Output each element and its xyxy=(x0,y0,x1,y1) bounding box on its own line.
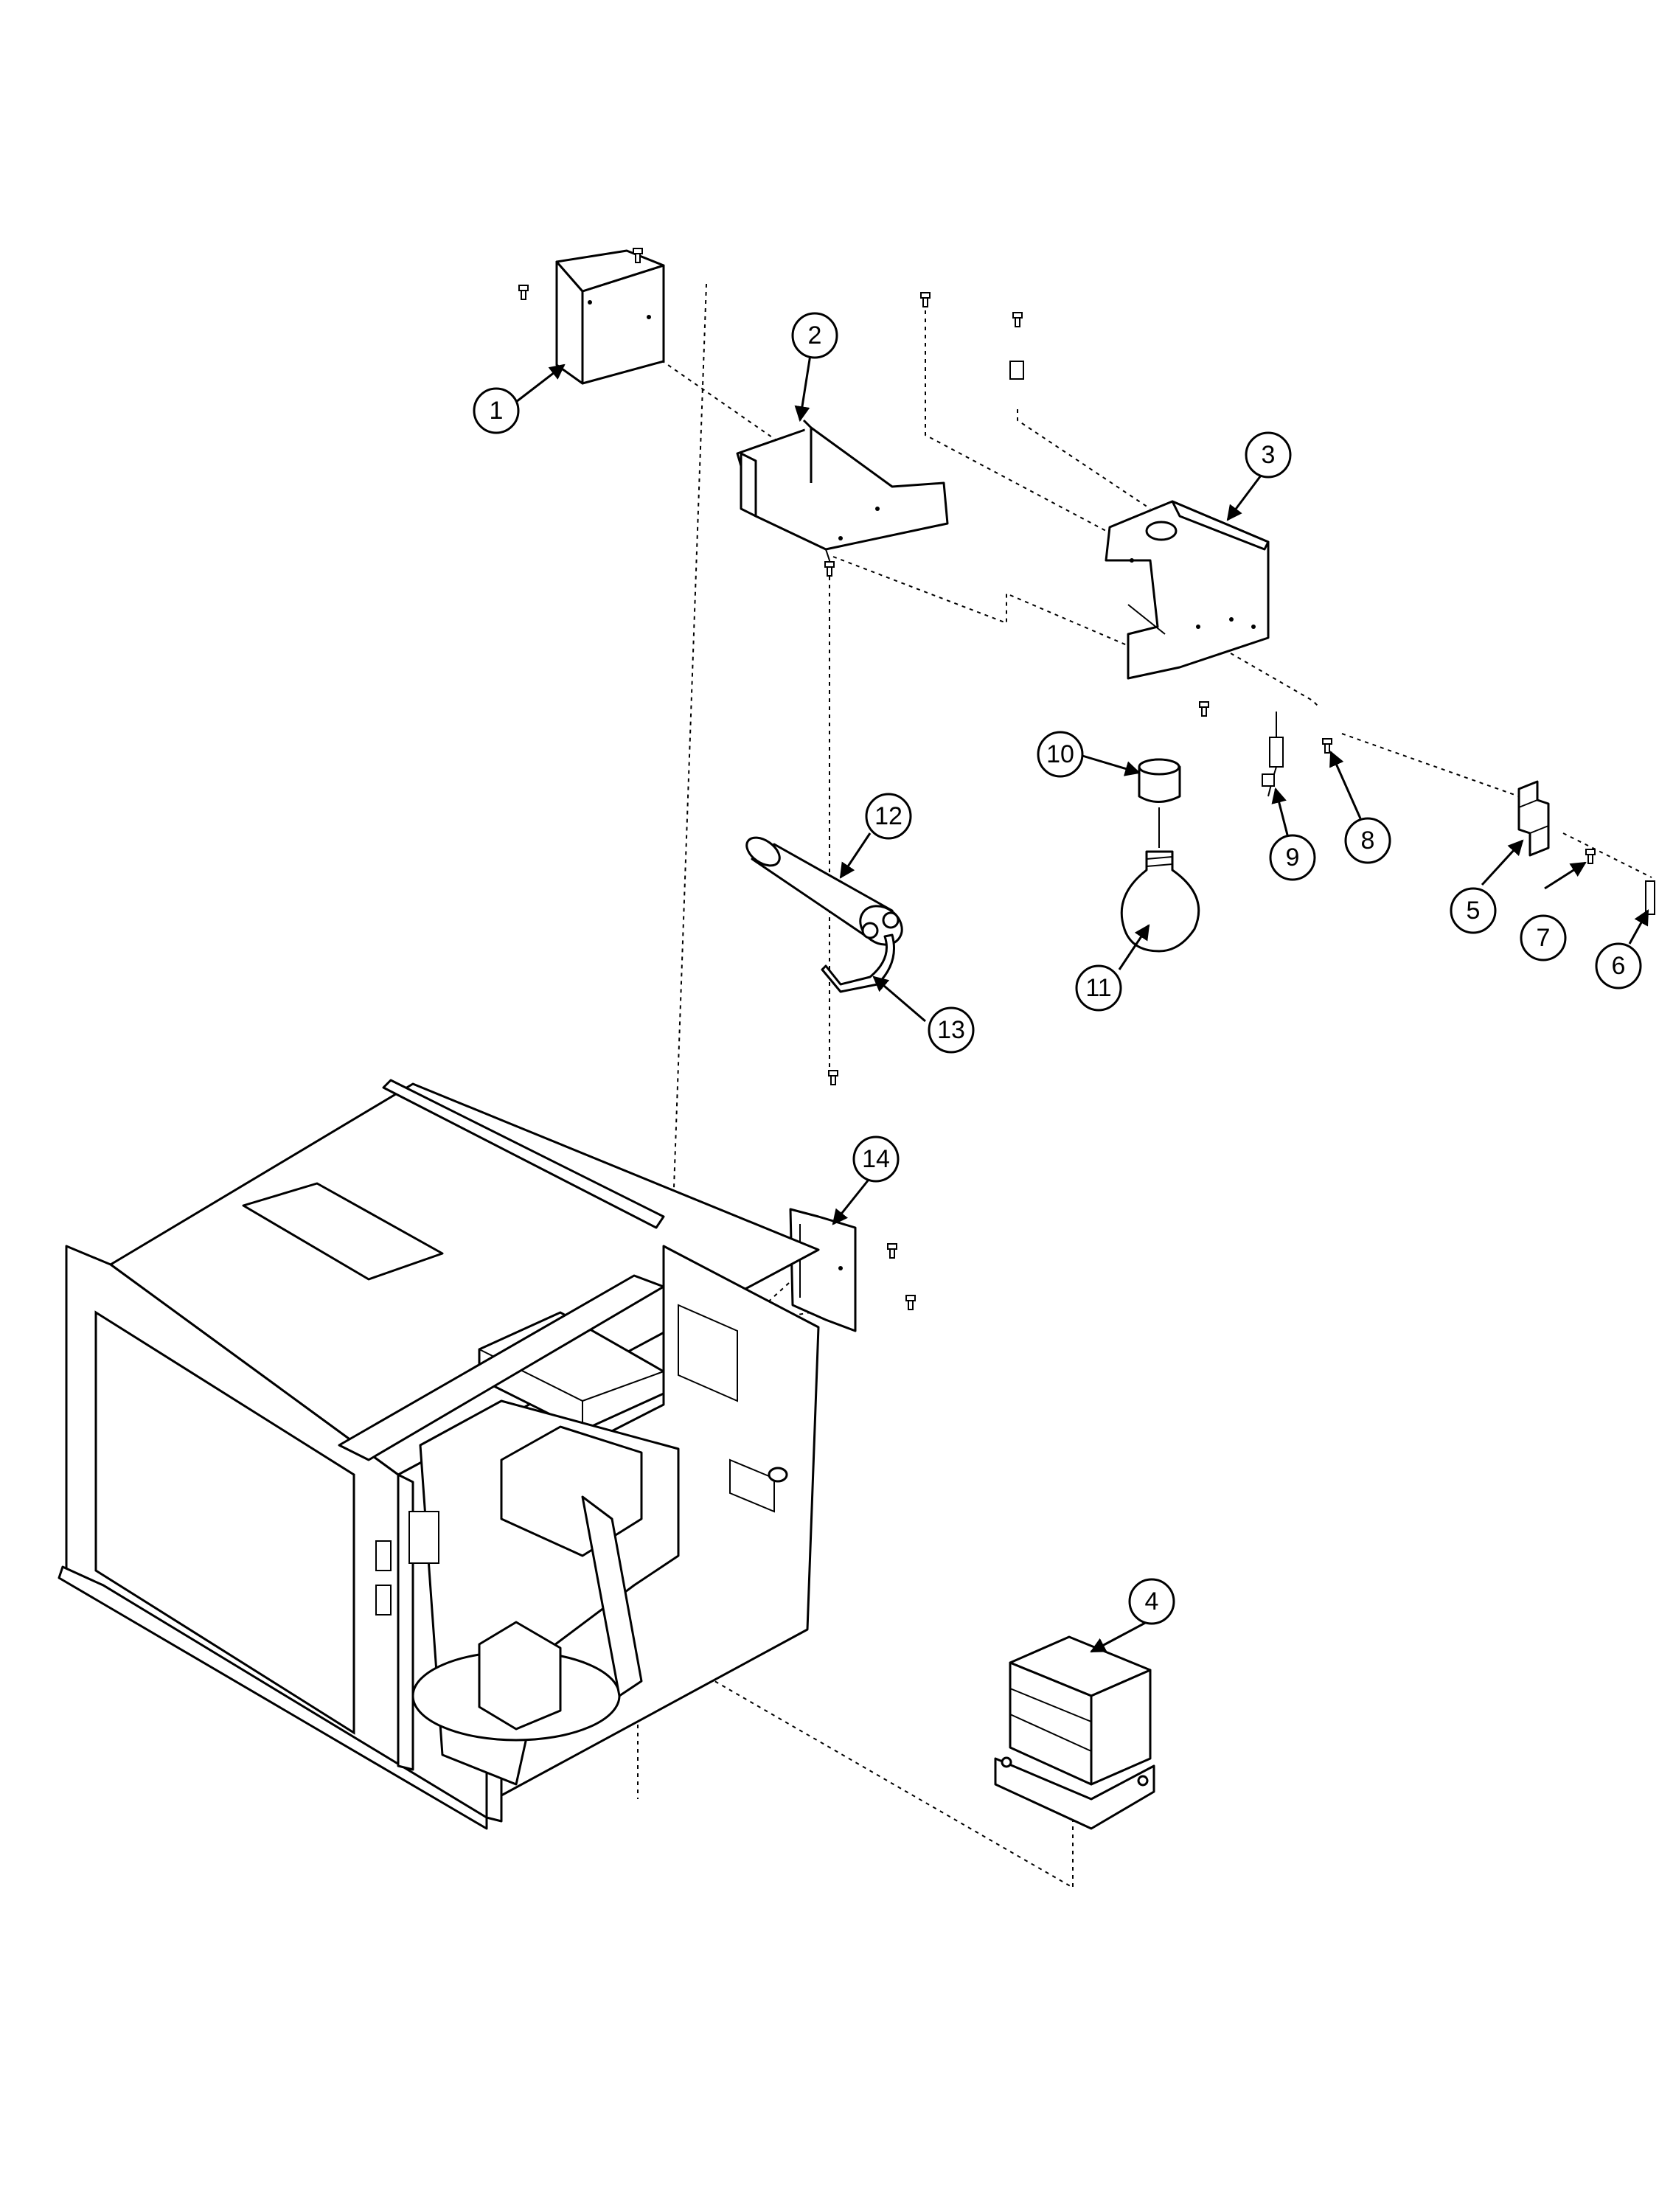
callout-3[interactable]: 3 xyxy=(1245,431,1292,479)
callout-13[interactable]: 13 xyxy=(928,1006,975,1054)
part-lamp-bulb xyxy=(1120,850,1200,953)
callout-2[interactable]: 2 xyxy=(791,312,838,359)
svg-text:8: 8 xyxy=(1361,827,1375,855)
part-side-cover xyxy=(789,1208,916,1332)
part-clip xyxy=(1517,780,1550,857)
callout-10[interactable]: 10 xyxy=(1037,731,1084,778)
svg-text:6: 6 xyxy=(1612,952,1626,980)
callout-1[interactable]: 1 xyxy=(473,387,520,434)
part-transformer xyxy=(994,1635,1155,1830)
svg-text:3: 3 xyxy=(1262,441,1276,469)
svg-text:12: 12 xyxy=(874,802,902,830)
callout-4[interactable]: 4 xyxy=(1128,1578,1175,1625)
svg-text:14: 14 xyxy=(862,1145,890,1173)
callout-11[interactable]: 11 xyxy=(1075,964,1122,1012)
part-screw xyxy=(1322,738,1332,754)
svg-text:10: 10 xyxy=(1046,740,1074,768)
svg-text:9: 9 xyxy=(1286,844,1300,872)
part-pin xyxy=(1645,880,1655,915)
callout-leaders xyxy=(515,349,1649,1653)
callout-9[interactable]: 9 xyxy=(1269,834,1316,881)
callout-7[interactable]: 7 xyxy=(1520,914,1567,961)
svg-text:2: 2 xyxy=(808,321,822,349)
svg-text:7: 7 xyxy=(1537,924,1551,952)
part-capacitor xyxy=(745,836,903,946)
svg-text:5: 5 xyxy=(1467,897,1481,925)
svg-text:13: 13 xyxy=(937,1016,965,1044)
part-lamp-housing xyxy=(920,292,1270,717)
svg-text:4: 4 xyxy=(1145,1587,1159,1615)
svg-text:1: 1 xyxy=(490,397,504,425)
part-lamp-socket xyxy=(1138,758,1181,848)
callout-5[interactable]: 5 xyxy=(1450,887,1497,934)
callout-6[interactable]: 6 xyxy=(1595,942,1642,990)
part-top-plate xyxy=(736,419,949,577)
part-capacitor-strap xyxy=(821,933,895,1085)
callout-14[interactable]: 14 xyxy=(852,1135,900,1183)
part-screw-small xyxy=(1585,849,1596,864)
oven-chassis xyxy=(58,1079,820,1830)
callout-12[interactable]: 12 xyxy=(865,793,912,840)
part-bracket xyxy=(518,248,665,385)
part-diode xyxy=(1262,712,1284,797)
callout-8[interactable]: 8 xyxy=(1344,817,1391,864)
svg-text:11: 11 xyxy=(1085,974,1111,1002)
